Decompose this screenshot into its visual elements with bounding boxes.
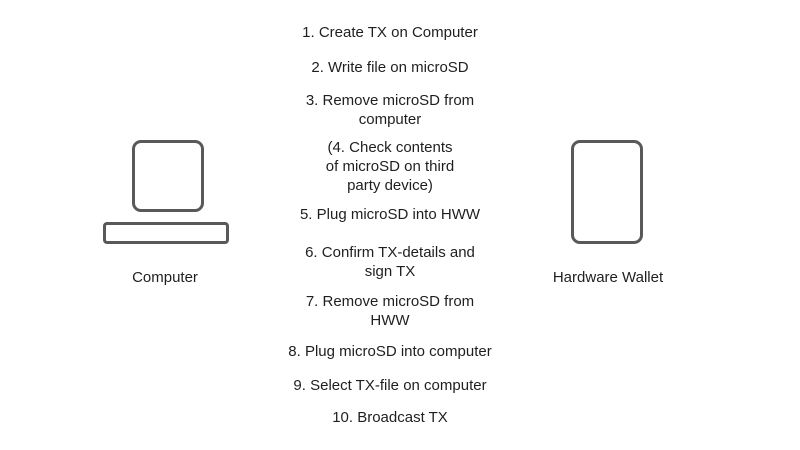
hardware-wallet-icon [571,140,643,244]
step-10: 10. Broadcast TX [332,409,448,426]
computer-label: Computer [132,269,198,286]
step-3: 3. Remove microSD from computer [305,92,475,128]
step-6: 6. Confirm TX-details and sign TX [305,244,475,280]
step-4: (4. Check contents of microSD on third p… [325,139,455,194]
hardware-wallet-label: Hardware Wallet [552,269,664,286]
computer-screen-icon [132,140,204,212]
step-2: 2. Write file on microSD [311,59,469,76]
step-7: 7. Remove microSD from HWW [305,293,475,329]
step-8: 8. Plug microSD into computer [288,343,492,360]
computer-keyboard-base-icon [103,222,229,244]
step-5: 5. Plug microSD into HWW [299,206,481,223]
step-1: 1. Create TX on Computer [302,24,478,41]
step-9: 9. Select TX-file on computer [293,377,487,394]
